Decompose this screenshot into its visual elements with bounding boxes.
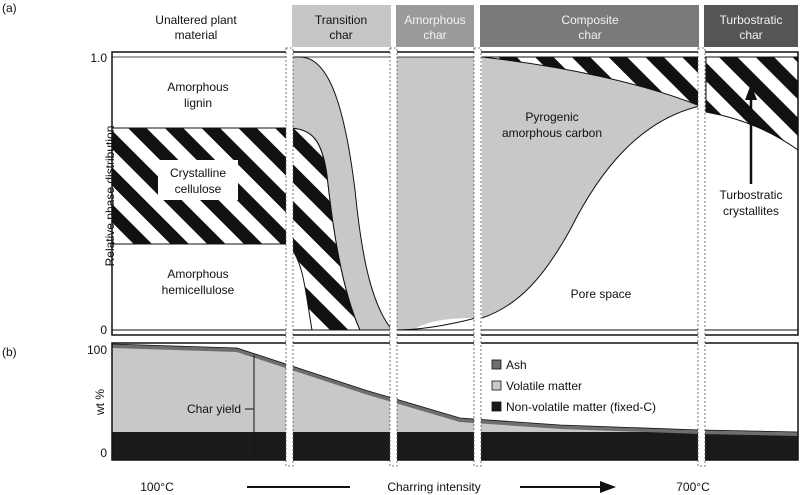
header-turbostratic-line2: char bbox=[739, 28, 762, 42]
fixed-carbon-area bbox=[112, 432, 798, 460]
label-turbostratic-line2: crystallites bbox=[723, 204, 779, 218]
header-amorphous-line2: char bbox=[423, 28, 446, 42]
header-composite-line1: Composite bbox=[561, 13, 619, 27]
x-caption: Charring intensity bbox=[387, 480, 480, 494]
label-pore-space: Pore space bbox=[571, 287, 632, 301]
legend-swatch-volatile bbox=[491, 380, 502, 391]
header-amorphous-line1: Amorphous bbox=[404, 13, 465, 27]
panel-a-ytick-zero: 0 bbox=[100, 323, 107, 337]
header-box-amorphous bbox=[396, 5, 474, 47]
divider-2 bbox=[389, 47, 398, 467]
volatile-matter-area bbox=[112, 346, 798, 434]
panel-b-y-axis-label: wt % bbox=[93, 389, 107, 416]
turbostratic-arrow-head bbox=[745, 84, 757, 100]
amorphous-pyrogenic-area bbox=[395, 57, 476, 330]
transition-pyrogenic-area bbox=[287, 56, 394, 331]
divider-1 bbox=[285, 47, 294, 467]
panel-b-ytick-top: 100 bbox=[87, 343, 107, 357]
panel-b-legend: Ash Volatile matter Non-volatile matter … bbox=[491, 358, 656, 414]
panel-b-frame bbox=[111, 342, 799, 461]
header-unaltered-line1: Unaltered plant bbox=[155, 13, 237, 27]
stage-dividers bbox=[285, 47, 706, 467]
panel-b-ytick-zero: 0 bbox=[100, 446, 107, 460]
legend-label-ash: Ash bbox=[506, 358, 527, 372]
label-lignin-line1: Amorphous bbox=[167, 80, 228, 94]
label-turbostratic-line1: Turbostratic bbox=[720, 188, 783, 202]
header-box-transition bbox=[292, 5, 391, 47]
header-box-composite bbox=[480, 5, 699, 47]
x-end-label: 700°C bbox=[676, 480, 710, 494]
panel-a-ytick-top: 1.0 bbox=[90, 51, 107, 65]
legend-label-fixed-carbon: Non-volatile matter (fixed-C) bbox=[506, 400, 656, 414]
label-hemicellulose-line2: hemicellulose bbox=[162, 283, 235, 297]
x-start-label: 100°C bbox=[140, 480, 174, 494]
panel-a-y-axis-label: Relative phase distribution bbox=[103, 126, 117, 267]
divider-3 bbox=[473, 47, 482, 467]
label-lignin-line2: lignin bbox=[184, 96, 212, 110]
header-composite-line2: char bbox=[578, 28, 601, 42]
header-unaltered-line2: material bbox=[175, 28, 218, 42]
header-transition-line2: char bbox=[329, 28, 352, 42]
label-hemicellulose-line1: Amorphous bbox=[167, 267, 228, 281]
panel-a-label: (a) bbox=[2, 1, 17, 15]
header-box-turbostratic bbox=[704, 5, 798, 47]
label-cellulose-bg bbox=[158, 160, 238, 200]
divider-4 bbox=[697, 47, 706, 467]
label-pyrogenic-line2: amorphous carbon bbox=[502, 126, 602, 140]
composite-pore-boundary bbox=[481, 105, 701, 319]
label-cellulose-line1: Crystalline bbox=[170, 166, 226, 180]
panel-b-label: (b) bbox=[2, 345, 17, 359]
panel-a-labels: Amorphous lignin Crystalline cellulose A… bbox=[158, 80, 782, 301]
composite-pyrogenic-area bbox=[482, 57, 700, 318]
label-cellulose-line2: cellulose bbox=[175, 182, 222, 196]
char-yield-label: Char yield bbox=[187, 402, 241, 416]
label-pyrogenic-line1: Pyrogenic bbox=[525, 110, 578, 124]
panel-a-frame bbox=[111, 51, 799, 336]
legend-swatch-fixed-carbon bbox=[491, 401, 502, 412]
stage-headers: Unaltered plant material Transition char… bbox=[155, 5, 798, 47]
legend-label-volatile: Volatile matter bbox=[506, 379, 582, 393]
header-transition-line1: Transition bbox=[315, 13, 367, 27]
header-turbostratic-line1: Turbostratic bbox=[720, 13, 783, 27]
legend-swatch-ash bbox=[491, 359, 502, 370]
x-caption-arrow-head bbox=[600, 481, 616, 493]
